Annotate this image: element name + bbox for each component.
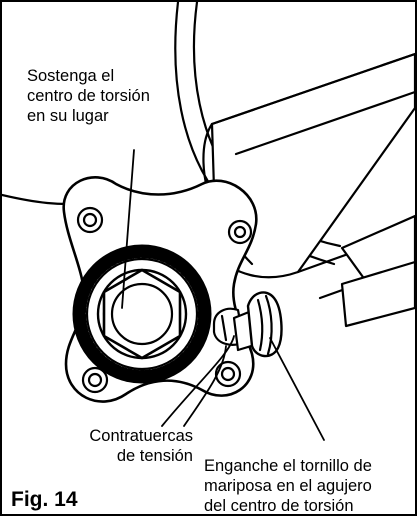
callout-tension-locknuts: Contratuercas de tensión bbox=[60, 426, 193, 466]
tube-top-edge bbox=[210, 52, 415, 126]
bracket-lower bbox=[340, 260, 415, 328]
callout-wing-bolt: Enganche el tornillo de mariposa en el a… bbox=[204, 456, 372, 515]
collar-teeth-band bbox=[74, 246, 210, 382]
collar-inner-rim bbox=[85, 257, 199, 371]
callout-line: Enganche el tornillo de bbox=[204, 457, 372, 475]
tube-inner-edge bbox=[234, 90, 415, 156]
callout-line: Contratuercas bbox=[89, 427, 193, 445]
callout-line: en su lugar bbox=[27, 107, 109, 125]
flange-hole-top-right bbox=[227, 219, 253, 245]
leader-nuts-b bbox=[183, 345, 227, 427]
wing-bolt-head bbox=[246, 291, 283, 358]
flange-hole-bottom-right bbox=[214, 360, 242, 388]
hex-nut-face bbox=[110, 282, 174, 346]
figure-label: Fig. 14 bbox=[11, 488, 78, 511]
leader-wing-bolt bbox=[269, 337, 325, 441]
callout-line: Sostenga el bbox=[27, 67, 115, 85]
flange-hole-bottom-left bbox=[81, 366, 109, 394]
leader-hold-center bbox=[121, 149, 135, 309]
flange-hole-bottom-right-inner bbox=[220, 366, 236, 382]
flange-hole-bottom-left-inner bbox=[87, 372, 103, 388]
flange-hole-top-right-inner bbox=[233, 225, 247, 239]
callout-hold-torsion-center: Sostenga el centro de torsión en su luga… bbox=[27, 66, 150, 126]
callout-line: de tensión bbox=[116, 447, 193, 465]
callout-line: del centro de torsión bbox=[204, 497, 354, 515]
callout-line: mariposa en el agujero bbox=[204, 477, 372, 495]
flange-hole-top-left bbox=[76, 206, 104, 234]
leader-nuts-a bbox=[161, 335, 235, 427]
flange-hole-top-left-inner bbox=[82, 212, 98, 228]
callout-line: centro de torsión bbox=[27, 87, 150, 105]
